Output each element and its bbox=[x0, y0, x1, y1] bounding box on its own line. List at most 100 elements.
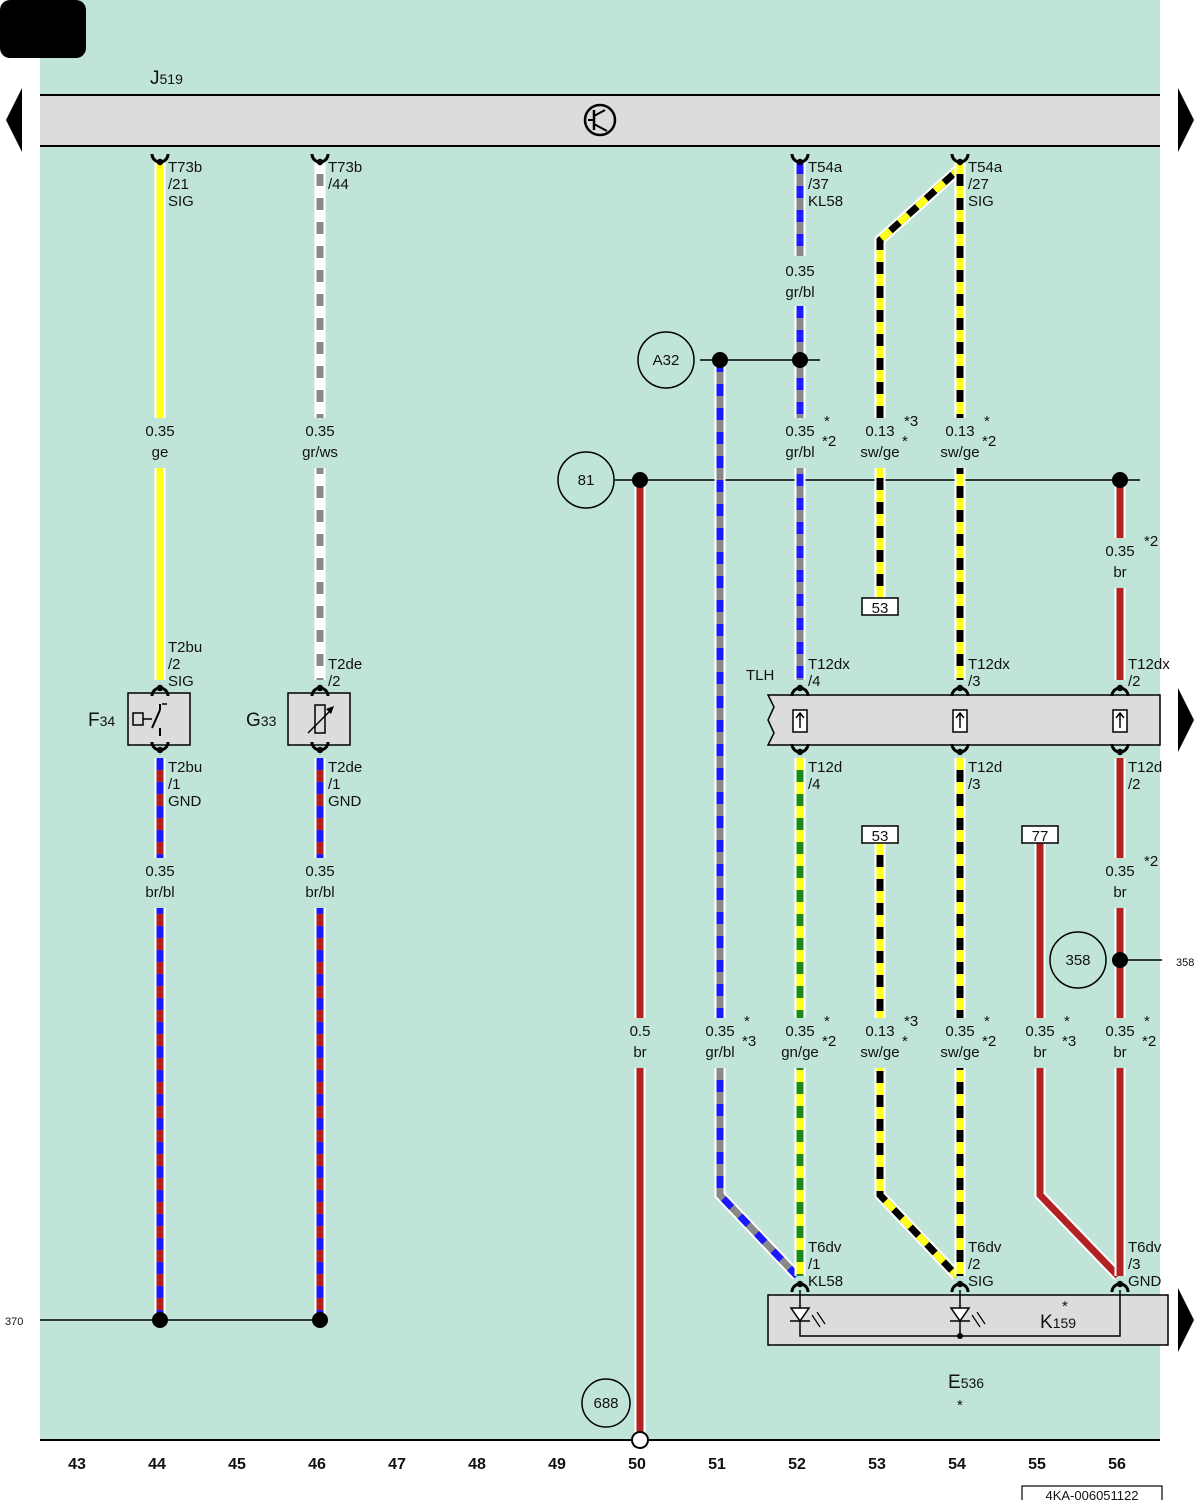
svg-text:0.35: 0.35 bbox=[705, 1023, 734, 1040]
nav-arrow-right-top-icon[interactable] bbox=[1178, 88, 1194, 152]
svg-text:0.35: 0.35 bbox=[305, 863, 334, 880]
column-number: 47 bbox=[388, 1456, 406, 1473]
column-number: 55 bbox=[1028, 1456, 1046, 1473]
tlh-pin-icon bbox=[952, 709, 968, 733]
svg-text:*2: *2 bbox=[822, 433, 836, 450]
e536-note: * bbox=[957, 1397, 963, 1414]
tlh-pin-icon bbox=[792, 709, 808, 733]
svg-text:sw/ge: sw/ge bbox=[860, 1044, 899, 1061]
column-number: 45 bbox=[228, 1456, 246, 1473]
wire-label-gap bbox=[1112, 858, 1128, 908]
wire-w53a[interactable] bbox=[874, 165, 962, 598]
terminal-53-lower-label: 53 bbox=[872, 828, 889, 845]
page-badge bbox=[0, 0, 86, 58]
wire-label-gap bbox=[152, 418, 168, 468]
f34-label: F34 bbox=[88, 710, 115, 731]
side-ref-358[interactable]: 358 bbox=[1176, 957, 1194, 969]
column-number: 46 bbox=[308, 1456, 326, 1473]
column-number: 48 bbox=[468, 1456, 486, 1473]
terminal-53-upper[interactable]: 53 bbox=[861, 597, 899, 617]
nav-arrow-right-bottom-icon[interactable] bbox=[1178, 1288, 1194, 1352]
pin-label-p56_tlh_top: T12dx/2 bbox=[1128, 656, 1170, 690]
wire-label-gap bbox=[792, 418, 808, 468]
svg-text:*: * bbox=[984, 1013, 990, 1030]
f34-switch bbox=[127, 692, 191, 746]
junction-dot bbox=[1112, 952, 1128, 968]
transistor-icon bbox=[583, 103, 617, 137]
ref-358[interactable]: 358 bbox=[1049, 931, 1107, 989]
ref-81[interactable]: 81 bbox=[557, 451, 615, 509]
svg-text:0.35: 0.35 bbox=[1105, 543, 1134, 560]
terminal-53-lower[interactable]: 53 bbox=[861, 825, 899, 845]
side-ref-370[interactable]: 370 bbox=[5, 1316, 23, 1328]
svg-text:0.35: 0.35 bbox=[785, 1023, 814, 1040]
connector-pin-icon bbox=[310, 153, 330, 166]
connector-pin-icon bbox=[790, 743, 810, 756]
connector-pin-icon bbox=[1110, 1280, 1130, 1293]
module-band bbox=[40, 95, 1160, 146]
svg-text:*: * bbox=[902, 433, 908, 450]
ref-a32[interactable]: A32 bbox=[637, 331, 695, 389]
nav-arrow-left-icon[interactable] bbox=[6, 88, 22, 152]
svg-text:*2: *2 bbox=[982, 1033, 996, 1050]
terminal-77-label: 77 bbox=[1032, 828, 1049, 845]
junction-dot bbox=[712, 352, 728, 368]
wire-w51[interactable] bbox=[714, 360, 801, 1280]
wire-label-w50: 0.5br bbox=[630, 1023, 651, 1061]
connector-pin-icon bbox=[310, 684, 330, 697]
svg-text:*: * bbox=[744, 1013, 750, 1030]
svg-text:gr/bl: gr/bl bbox=[785, 444, 814, 461]
svg-text:0.13: 0.13 bbox=[945, 423, 974, 440]
svg-text:0.35: 0.35 bbox=[1025, 1023, 1054, 1040]
wire-label-gap bbox=[952, 1018, 968, 1068]
svg-text:0.13: 0.13 bbox=[865, 423, 894, 440]
wire-label-gap bbox=[312, 858, 328, 908]
svg-text:*2: *2 bbox=[1142, 1033, 1156, 1050]
led-icon bbox=[949, 1307, 986, 1328]
connector-pin-icon bbox=[310, 741, 330, 754]
wire-label-gap bbox=[872, 418, 888, 468]
connector-pin-icon bbox=[950, 743, 970, 756]
nav-arrow-right-middle-icon[interactable] bbox=[1178, 688, 1194, 752]
connector-pin-icon bbox=[150, 153, 170, 166]
ref-688[interactable]: 688 bbox=[581, 1378, 631, 1428]
svg-text:*2: *2 bbox=[1144, 853, 1158, 870]
svg-text:gr/ws: gr/ws bbox=[302, 444, 338, 461]
pin-label-p54_tlh_top: T12dx/3 bbox=[968, 656, 1010, 690]
terminal-77[interactable]: 77 bbox=[1021, 825, 1059, 845]
column-number: 53 bbox=[868, 1456, 886, 1473]
svg-text:0.35: 0.35 bbox=[1105, 863, 1134, 880]
ref-358-label: 358 bbox=[1065, 952, 1090, 969]
pin-label-p52_tlh_top: T12dx/4 bbox=[808, 656, 850, 690]
wire-w55[interactable] bbox=[1034, 843, 1122, 1280]
svg-text:0.35: 0.35 bbox=[145, 863, 174, 880]
connector-pin-icon bbox=[1110, 684, 1130, 697]
svg-text:0.35: 0.35 bbox=[1105, 1023, 1134, 1040]
wire-label-gap bbox=[792, 1018, 808, 1068]
ground-terminal bbox=[631, 1431, 649, 1449]
wire-label-gap bbox=[792, 256, 808, 306]
svg-text:*3: *3 bbox=[742, 1033, 756, 1050]
connector-markers bbox=[150, 153, 1130, 1293]
connector-pin-icon bbox=[950, 153, 970, 166]
connector-pin-icon bbox=[1110, 743, 1130, 756]
wire-w53b[interactable] bbox=[874, 843, 961, 1280]
